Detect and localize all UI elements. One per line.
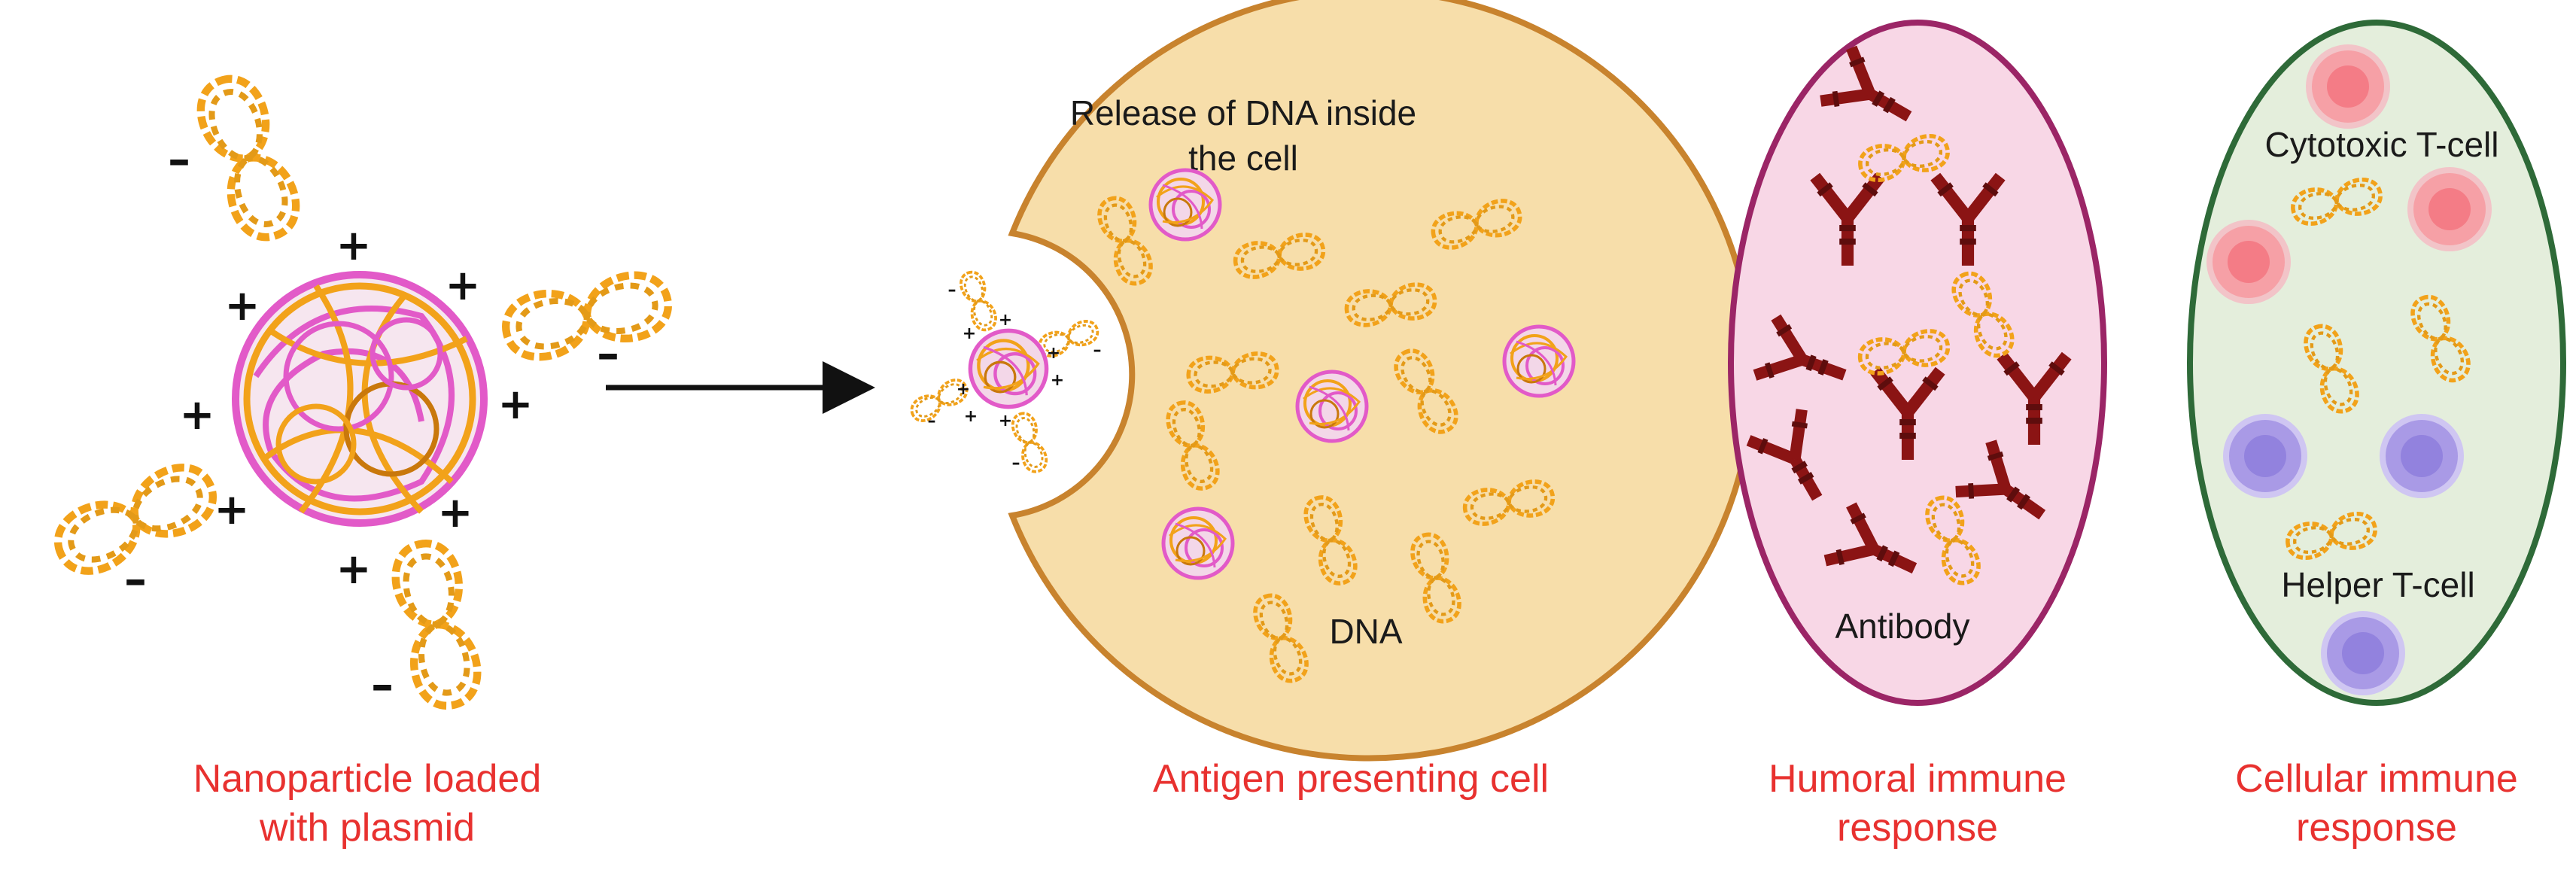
humoral-caption-line2: response <box>1837 806 1998 850</box>
minus-sign: – <box>948 281 956 300</box>
plasmid-strand <box>500 269 674 363</box>
helper-label: Helper T-cell <box>2281 565 2474 604</box>
cellular-caption-line2: response <box>2296 806 2457 850</box>
minus-sign: – <box>1012 454 1020 473</box>
release-label-line2: the cell <box>1188 138 1298 178</box>
minus-sign: – <box>928 412 936 430</box>
cellular-panel: Cytotoxic T-cell Helper T-cell Cellular … <box>2187 20 2566 850</box>
minus-sign: – <box>1093 341 1102 360</box>
plus-sign: + <box>438 488 473 537</box>
nanoparticle-small <box>1504 327 1574 396</box>
cytotoxic-label: Cytotoxic T-cell <box>2264 125 2498 164</box>
plus-sign: + <box>999 412 1012 430</box>
dna-label: DNA <box>1329 612 1402 651</box>
nanoparticle-small <box>1163 509 1233 578</box>
plus-sign: + <box>1047 344 1060 363</box>
humoral-caption-line1: Humoral immune <box>1769 757 2067 801</box>
plus-sign: + <box>963 324 976 343</box>
helper-t-cell <box>2321 611 2405 695</box>
nanoparticle-caption-line2: with plasmid <box>259 806 475 850</box>
plus-sign: + <box>964 407 978 426</box>
nanoparticle-caption-line1: Nanoparticle loaded <box>193 757 542 801</box>
plus-sign: + <box>498 380 534 429</box>
humoral-panel: Antibody Humoral immune response <box>1728 20 2107 850</box>
minus-sign: – <box>168 133 190 186</box>
cellular-caption-line1: Cellular immune <box>2235 757 2518 801</box>
antibody-label: Antibody <box>1835 607 1969 646</box>
minus-sign: – <box>124 553 147 606</box>
cytotoxic-t-cell <box>2306 44 2390 129</box>
helper-t-cell <box>2380 414 2464 498</box>
release-label-line1: Release of DNA inside <box>1070 93 1416 132</box>
nanoparticle-panel: + + + + + + + + – – – – Nanoparticle loa… <box>47 70 674 850</box>
plus-sign: + <box>214 485 250 534</box>
apc-caption: Antigen presenting cell <box>1153 757 1549 801</box>
nanoparticle <box>232 271 488 527</box>
helper-t-cell <box>2223 414 2307 498</box>
minus-sign: – <box>597 327 619 380</box>
plus-sign: + <box>180 391 215 439</box>
cytotoxic-t-cell <box>2206 220 2291 304</box>
nanoparticle-entering: – – – – + + + + + + + <box>905 267 1102 476</box>
dna-plasmid <box>956 267 1001 335</box>
plasmid-strand <box>389 538 484 712</box>
plus-sign: + <box>336 545 372 594</box>
plus-sign: + <box>225 281 260 330</box>
plus-sign: + <box>336 221 372 270</box>
plus-sign: + <box>956 380 970 399</box>
nanoparticle-small <box>1151 170 1220 239</box>
minus-sign: – <box>371 658 394 711</box>
apc-panel: Release of DNA inside the cell DNA – – –… <box>905 0 1756 801</box>
plus-sign: + <box>1051 371 1064 390</box>
plasmid-strand <box>191 70 306 246</box>
cytotoxic-t-cell <box>2407 167 2492 251</box>
plus-sign: + <box>446 261 481 310</box>
nanoparticle-small <box>1297 372 1367 441</box>
plus-sign: + <box>999 311 1012 330</box>
